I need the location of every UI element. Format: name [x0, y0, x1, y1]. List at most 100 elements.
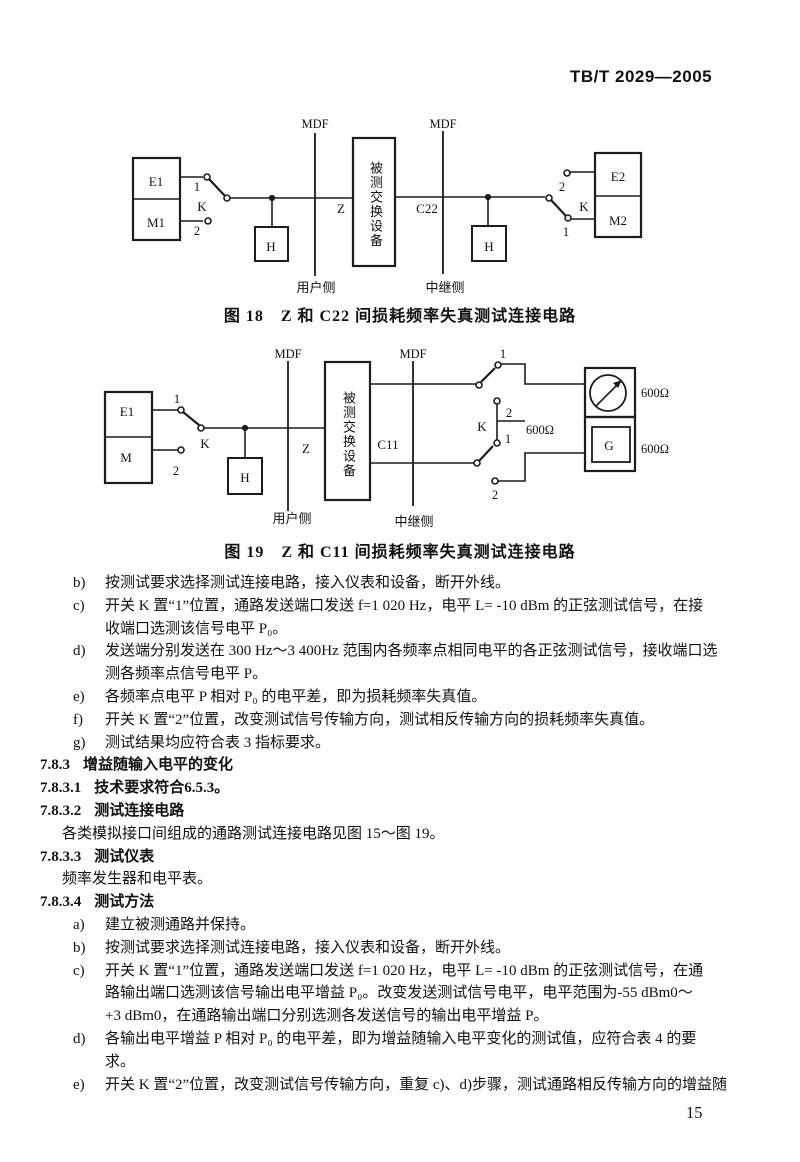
- text-line: 测各频率点信号电平 P。: [40, 663, 772, 686]
- h-box-right: [471, 225, 507, 262]
- sw-mid-pos2-label: 2: [506, 406, 512, 420]
- h-box: [227, 457, 263, 495]
- contact-1-top: [494, 361, 502, 369]
- pos1-left-label: 1: [194, 180, 200, 194]
- item-letter: d): [73, 643, 86, 660]
- line-text: 按测试要求选择测试连接电路，接入仪表和设备，断开外线。: [105, 939, 511, 956]
- clause-number: 7.8.3.1: [40, 780, 82, 797]
- line-text: 开关 K 置“2”位置，改变测试信号传输方向，重复 c)、d)步骤，测试通路相反…: [105, 1076, 728, 1093]
- item-letter: e): [73, 1076, 85, 1093]
- line-text: 收端口选测该信号电平 P₀。: [105, 620, 288, 637]
- switch-arm-left: [208, 178, 226, 197]
- line-text: 测试连接电路: [94, 802, 185, 819]
- clause-number: 7.8.3: [40, 757, 70, 774]
- text-line: b)按测试要求选择测试连接电路，接入仪表和设备，断开外线。: [40, 572, 772, 595]
- sw-bot-pos2-label: 2: [492, 488, 498, 502]
- meter-needle-arrow: [613, 380, 622, 388]
- switch-pivot-left: [197, 424, 205, 432]
- line-text: 测试结果均应符合表 3 指标要求。: [105, 734, 331, 751]
- dut-box: [323, 360, 372, 502]
- item-letter: e): [73, 688, 85, 705]
- figure-19-diagram: MDF MDF E1 M 1 K 2 H Z C11 用户侧 中继侧 1 2 K…: [103, 347, 669, 529]
- pos2-left-label: 2: [194, 224, 200, 238]
- contact-2-right: [563, 169, 571, 177]
- z-label: Z: [337, 201, 345, 216]
- text-line: b) 按测试要求选择测试连接电路，接入仪表和设备，断开外线。: [40, 937, 772, 960]
- text-line: d) 发送端分别发送在 300 Hz～3 400Hz 范围内各频率点相同电平的各正…: [40, 640, 772, 663]
- text-line: f) 开关 K 置“2”位置，改变测试信号传输方向，测试相反传输方向的损耗频率失真…: [40, 709, 772, 732]
- line-text: 开关 K 置“2”位置，改变测试信号传输方向，测试相反传输方向的损耗频率失真值。: [105, 711, 655, 728]
- line-text: 测各频率点信号电平 P。: [105, 666, 268, 683]
- figure-18-diagram: MDF MDF E1 M1 1 K 2 H Z C22 用户侧 中继侧 2 K …: [131, 117, 643, 295]
- k-label: K: [200, 436, 210, 451]
- dut-vertical-text: 被测交换设备: [368, 160, 383, 248]
- resistor-bot-label: 600Ω: [641, 442, 669, 456]
- switch-arm-top: [480, 367, 496, 383]
- contact-1-left: [177, 406, 185, 414]
- m-label: M: [120, 450, 132, 465]
- section-heading: 7.8.3.2 测试连接电路: [40, 800, 772, 823]
- line-text: 频率发生器和电平表。: [62, 871, 213, 888]
- line-text: 各频率点电平 P 相对 P₀ 的电平差，即为损耗频率失真值。: [105, 688, 487, 705]
- item-letter: f): [73, 711, 83, 728]
- line-text: 开关 K 置“1”位置，通路发送端口发送 f=1 020 Hz，电平 L= -1…: [105, 597, 704, 614]
- switch-arm-left: [182, 411, 200, 426]
- generator-label: G: [604, 438, 613, 453]
- contact-1-mid: [493, 439, 501, 447]
- text-line: e) 各频率点电平 P 相对 P₀ 的电平差，即为损耗频率失真值。: [40, 686, 772, 709]
- line-text: 发送端分别发送在 300 Hz～3 400Hz 范围内各频率点相同电平的各正弦测…: [105, 643, 718, 660]
- text-line: d)各输出电平增益 P 相对 P₀ 的电平差，即为增益随输入电平变化的测试值，应…: [40, 1028, 772, 1051]
- e1-label: E1: [149, 174, 163, 189]
- line-text: 按测试要求选择测试连接电路，接入仪表和设备，断开外线。: [105, 575, 511, 591]
- generator-box: [583, 415, 637, 473]
- line-text: +3 dBm0，在通路输出端口分别选测各发送信号的输出电平增益 P。: [105, 1008, 549, 1025]
- contact-1-left: [203, 173, 211, 181]
- dut-vertical-text: 被测交换设备: [341, 390, 356, 478]
- switch-pivot-left: [223, 194, 231, 202]
- pos2-right-label: 2: [559, 180, 565, 194]
- line-text: 求。: [105, 1053, 136, 1070]
- figure-18-caption: 图 18 Z 和 C22 间损耗频率失真测试连接电路: [223, 308, 577, 325]
- pos1-right-label: 1: [563, 225, 569, 239]
- sw-mid-pos1-label: 1: [505, 432, 511, 446]
- text-line: 路输出端口选测该信号输出电平增益 P₀。改变发送测试信号电平，电平范围为-55 …: [40, 982, 772, 1005]
- item-letter: g): [73, 734, 86, 751]
- mdf-label-left: MDF: [301, 117, 328, 131]
- switch-pivot-top: [475, 381, 483, 389]
- text-line: 收端口选测该信号电平 P₀。: [40, 618, 772, 641]
- text-line: e) 开关 K 置“2”位置，改变测试信号传输方向，重复 c)、d)步骤，测试通路…: [40, 1074, 772, 1097]
- m2-label: M2: [609, 213, 627, 228]
- text-line: c) 开关 K 置“1”位置，通路发送端口发送 f=1 020 Hz，电平 L= …: [40, 595, 772, 618]
- line-text: 各类模拟接口间组成的通路测试连接电路见图 15～图 19。: [62, 825, 445, 842]
- line-text: 增益随输入电平的变化: [83, 757, 234, 774]
- k-right-label: K: [579, 199, 589, 214]
- clause-number: 7.8.3.2: [40, 802, 82, 819]
- doc-number: TB/T 2029—2005: [570, 67, 713, 86]
- procedure-text: b) 按测试要求选择测试连接电路，接入仪表和设备，断开外线。 c) 开关 K 置“1”…: [40, 572, 772, 1096]
- line-text: 技术要求符合6.5.3。: [94, 780, 230, 797]
- switch-arm-bottom: [478, 445, 494, 462]
- contact-2-left: [204, 217, 212, 225]
- item-letter: b): [73, 939, 86, 956]
- e2-m2-box: [593, 151, 643, 239]
- switch-pivot-bottom: [473, 459, 481, 467]
- section-heading: 7.8.3.3 测试仪表: [40, 846, 772, 869]
- wire-to-generator: [498, 452, 585, 482]
- sw-mid-k-label: K: [477, 419, 487, 434]
- clause-number: 7.8.3.3: [40, 848, 82, 865]
- generator-inner-box: [591, 426, 631, 463]
- h-right-label: H: [484, 239, 493, 254]
- line-text: 各输出电平增益 P 相对 P₀ 的电平差，即为增益随输入电平变化的测试值，应符合…: [105, 1030, 697, 1047]
- h-box-left: [254, 226, 289, 262]
- mdf-label-left: MDF: [274, 347, 301, 361]
- wire-to-meter: [501, 363, 585, 385]
- text-line: 各类模拟接口间组成的通路测试连接电路见图 15～图 19。: [40, 823, 772, 846]
- line-text: 测试方法: [94, 894, 155, 911]
- c22-label: C22: [416, 201, 438, 216]
- mdf-label-right: MDF: [429, 117, 456, 131]
- c11-label: C11: [377, 437, 398, 452]
- line-text: 测试仪表: [94, 848, 155, 865]
- item-letter: c): [73, 597, 85, 614]
